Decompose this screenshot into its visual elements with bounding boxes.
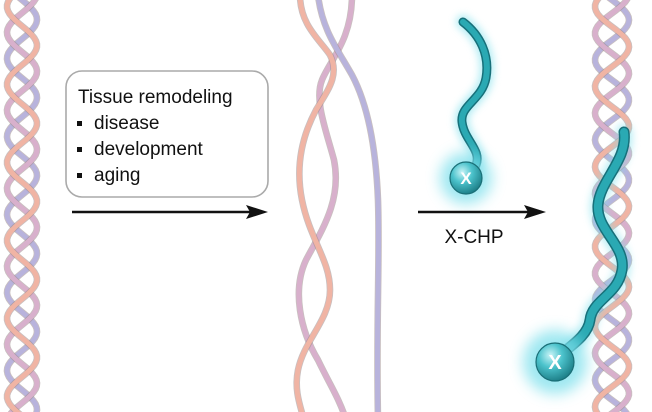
arrow-head (246, 205, 268, 219)
bound-probe-strand (556, 128, 629, 359)
arrow-head (524, 205, 546, 219)
probe-x-symbol: X (460, 169, 472, 188)
arrow-remodeling (72, 205, 268, 219)
unwound-collagen-strands (293, 0, 382, 412)
strand-lavender (592, 0, 632, 412)
strand-mauve (4, 0, 40, 412)
strand-pink (4, 0, 40, 412)
tissue-remodeling-box: Tissue remodeling disease development ag… (65, 70, 269, 198)
strand-mauve (296, 0, 355, 412)
arrow-xchp: X-CHP (418, 205, 546, 248)
probe-ball-x (449, 161, 483, 195)
bound-chp-probe: X (523, 124, 633, 394)
strand-lavender (316, 0, 382, 412)
intact-triple-helix-left (3, 0, 41, 412)
bullet-marker (77, 121, 82, 126)
box-title: Tissue remodeling (78, 87, 233, 108)
box-border (65, 70, 269, 198)
strand-pink (592, 0, 632, 412)
bound-x-symbol: X (548, 352, 562, 374)
bound-ball-x (535, 342, 575, 382)
bullet-marker (77, 147, 82, 152)
box-bullet-development: development (94, 139, 204, 160)
strand-pink (294, 0, 337, 412)
free-chp-probe: X (440, 15, 494, 204)
xchp-label: X-CHP (444, 227, 503, 248)
strand-lavender-outline (315, 0, 382, 412)
box-bullet-disease: disease (94, 113, 160, 134)
bullet-marker (77, 173, 82, 178)
strand-lavender (4, 0, 40, 412)
box-bullet-aging: aging (94, 165, 141, 186)
